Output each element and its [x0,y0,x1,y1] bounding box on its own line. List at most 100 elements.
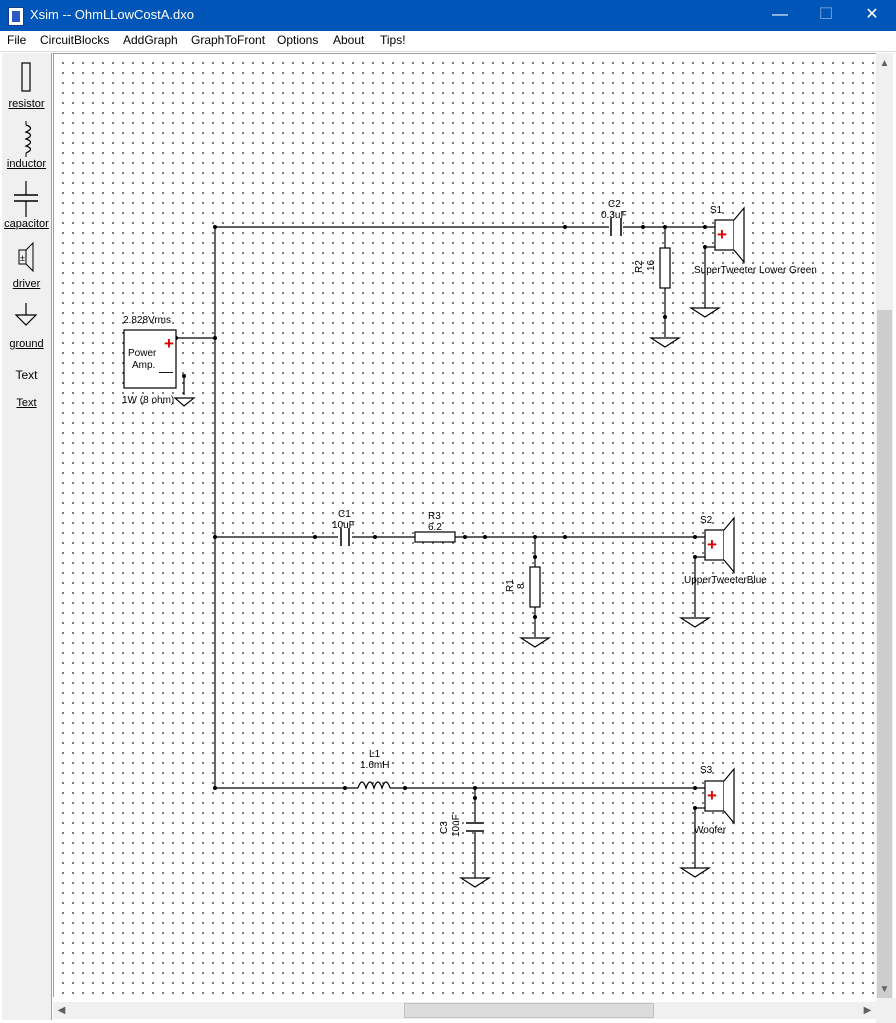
svg-text:±: ± [20,253,25,263]
menu-addgraph[interactable]: AddGraph [123,33,178,47]
resistor-r3[interactable]: R3 6.2 [414,511,456,543]
tool-inductor[interactable]: inductor [2,117,51,177]
junction-dot [663,315,667,319]
amp-name-line2: Amp. [132,360,155,371]
vertical-scroll-thumb[interactable] [877,310,892,998]
junction-dot [213,225,217,229]
junction-dot [213,786,217,790]
r3-ref: R3 [428,511,441,522]
junction-dot [693,806,697,810]
menu-tips[interactable]: Tips! [380,33,406,47]
junction-dot [213,336,217,340]
tool-text-label: Text [16,397,37,409]
menu-options[interactable]: Options [277,33,319,47]
junction-dot [463,535,467,539]
junction-dot [403,786,407,790]
tool-driver[interactable]: ± driver [2,237,51,297]
tool-resistor[interactable]: resistor [2,57,51,117]
s1-label: SuperTweeter Lower Green [694,265,817,276]
junction-dot [693,786,697,790]
capacitor-c1[interactable]: C1 10uF [332,509,355,546]
r1-value: 8 [516,583,527,589]
horizontal-scroll-thumb[interactable] [404,1003,654,1018]
r3-value: 6.2 [428,522,442,533]
svg-text:—: — [159,363,173,379]
component-toolbox: resistor inductor capacitor ± driver [2,53,52,1020]
junction-dot [343,786,347,790]
tool-resistor-label: resistor [8,98,45,110]
svg-text:—: — [707,552,719,566]
tool-capacitor-label: capacitor [4,218,49,230]
svg-text:+: + [164,334,174,353]
inductor-l1[interactable]: L1 1.6mH [357,749,391,791]
menu-graphtofront[interactable]: GraphToFront [191,33,266,47]
c3-value: 10uF [451,814,462,837]
window-title: Xsim -- OhmLLowCostA.dxo [30,7,194,22]
tool-ground-label: ground [9,338,44,350]
junction-dot [693,555,697,559]
resistor-icon [21,62,31,92]
svg-text:—: — [707,803,719,817]
junction-dot [473,786,477,790]
junction-dot [693,535,697,539]
amp-power: 1W (8 ohm) [122,395,174,406]
s2-ground-symbol [678,617,712,628]
junction-dot [703,225,707,229]
c1-ref: C1 [338,509,351,520]
capacitor-icon [14,181,38,217]
junction-dot [213,535,217,539]
svg-text:+: + [707,786,717,805]
scroll-right-arrow-icon[interactable]: ▶ [863,1005,872,1016]
amp-name-line1: Power [128,348,157,359]
menu-bar: File CircuitBlocks AddGraph GraphToFront… [0,31,896,52]
menu-file[interactable]: File [7,33,27,47]
junction-dot [533,555,537,559]
l1-ref: L1 [369,749,381,760]
tool-text[interactable]: Text Text [2,357,51,417]
c3-ground-symbol [458,877,492,888]
resistor-r2[interactable]: R2 16 [634,247,671,289]
close-button[interactable]: ✕ [865,6,879,23]
app-icon [8,7,24,26]
r1-ref: R1 [505,579,516,592]
speaker-s2[interactable]: + — S2 UpperTweeterBlue [684,515,767,586]
s1-ground-symbol [688,307,722,318]
tool-ground[interactable]: ground [2,297,51,357]
junction-dot [563,225,567,229]
junction-dot [483,535,487,539]
tool-capacitor[interactable]: capacitor [2,177,51,237]
speaker-s1[interactable]: + — S1 SuperTweeter Lower Green [694,205,817,276]
s2-ref: S2 [700,515,713,526]
menu-about[interactable]: About [333,33,365,47]
c2-value: 0.3uF [601,210,627,221]
c1-value: 10uF [332,520,355,531]
power-amplifier[interactable]: + — Power Amp. 2.828Vrms 1W (8 ohm) [122,315,177,406]
speaker-s3[interactable]: + — S3 Woofer [694,765,735,836]
vertical-scrollbar[interactable]: ▲ ▼ [876,53,893,998]
r1-ground-symbol [518,637,552,648]
resistor-r1[interactable]: R1 8 [505,566,541,608]
horizontal-scrollbar[interactable]: ◀ ▶ [53,1002,876,1019]
scroll-up-arrow-icon[interactable]: ▲ [879,58,890,69]
scrollbar-corner [876,998,896,1023]
c2-ref: C2 [608,199,621,210]
ground-icon [14,303,38,326]
capacitor-c3[interactable]: C3 10uF [439,814,484,837]
schematic: + — Power Amp. 2.828Vrms 1W (8 ohm) C2 0… [122,199,817,888]
minimize-button[interactable]: — [772,6,788,23]
maximize-button[interactable]: ☐ [818,6,834,23]
junction-dot [703,245,707,249]
capacitor-c2[interactable]: C2 0.3uF [601,199,627,236]
c3-ref: C3 [439,821,450,834]
scroll-left-arrow-icon[interactable]: ◀ [57,1005,66,1016]
junction-dot [663,225,667,229]
s3-ref: S3 [700,765,713,776]
amp-ground-symbol [173,397,196,407]
junction-dot [641,225,645,229]
menu-circuitblocks[interactable]: CircuitBlocks [40,33,110,47]
svg-text:+: + [707,535,717,554]
scroll-down-arrow-icon[interactable]: ▼ [879,984,890,995]
tool-driver-label: driver [12,278,41,290]
schematic-canvas[interactable]: + — Power Amp. 2.828Vrms 1W (8 ohm) C2 0… [53,53,877,997]
r2-ground-symbol [648,337,682,348]
